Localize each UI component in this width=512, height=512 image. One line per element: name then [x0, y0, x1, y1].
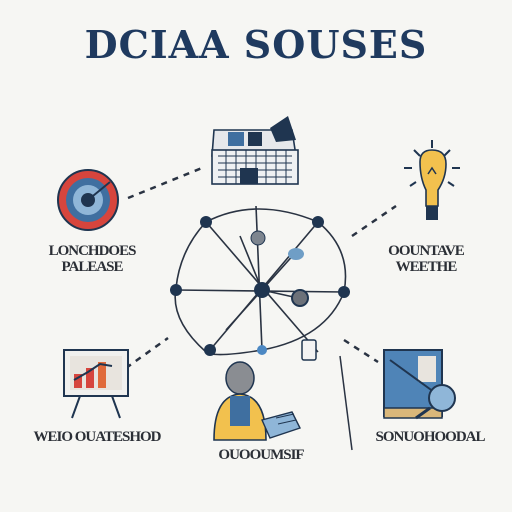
person-icon	[213, 361, 301, 441]
book-search-icon	[383, 349, 456, 420]
chart-board-icon	[63, 349, 129, 419]
label-bottom-right: SONUOHOODAL	[375, 429, 485, 445]
connector-lightbulb	[351, 204, 397, 238]
network-node	[170, 284, 182, 296]
label-top-left-line1: LONCHDOES	[48, 243, 137, 259]
network-node	[301, 339, 317, 361]
building-icon	[211, 116, 299, 185]
connector-book	[343, 338, 379, 364]
label-top-left-line2: PALEASE	[61, 258, 123, 275]
label-top-right-line2: WEETHE	[395, 258, 458, 275]
lightbulb-icon	[404, 140, 460, 220]
network-node-center	[254, 282, 270, 298]
network-node	[200, 216, 212, 228]
label-bottom-center: OUOOUMSIF	[218, 447, 304, 463]
network-outline	[174, 208, 347, 356]
network-node	[204, 344, 216, 356]
connector-chart	[125, 336, 169, 370]
network-node	[288, 248, 304, 260]
target-icon	[57, 169, 119, 231]
connector-line	[339, 355, 353, 451]
connector-target	[127, 166, 203, 200]
network-diagram	[174, 205, 347, 356]
label-top-right: OOUNTAVE WEETHE	[376, 243, 476, 276]
network-node	[291, 289, 309, 307]
network-nodes	[170, 216, 350, 361]
label-top-left: LONCHDOES PALEASE	[36, 243, 148, 276]
network-node	[312, 216, 324, 228]
label-bottom-left: WEIO OUATESHOD	[33, 429, 162, 445]
dashed-connectors	[125, 166, 397, 370]
network-node	[257, 345, 267, 355]
page-title: DCIAA SOUSES	[84, 22, 428, 67]
network-node	[338, 286, 350, 298]
network-node	[250, 230, 266, 246]
label-top-right-line1: OOUNTAVE	[388, 243, 465, 259]
